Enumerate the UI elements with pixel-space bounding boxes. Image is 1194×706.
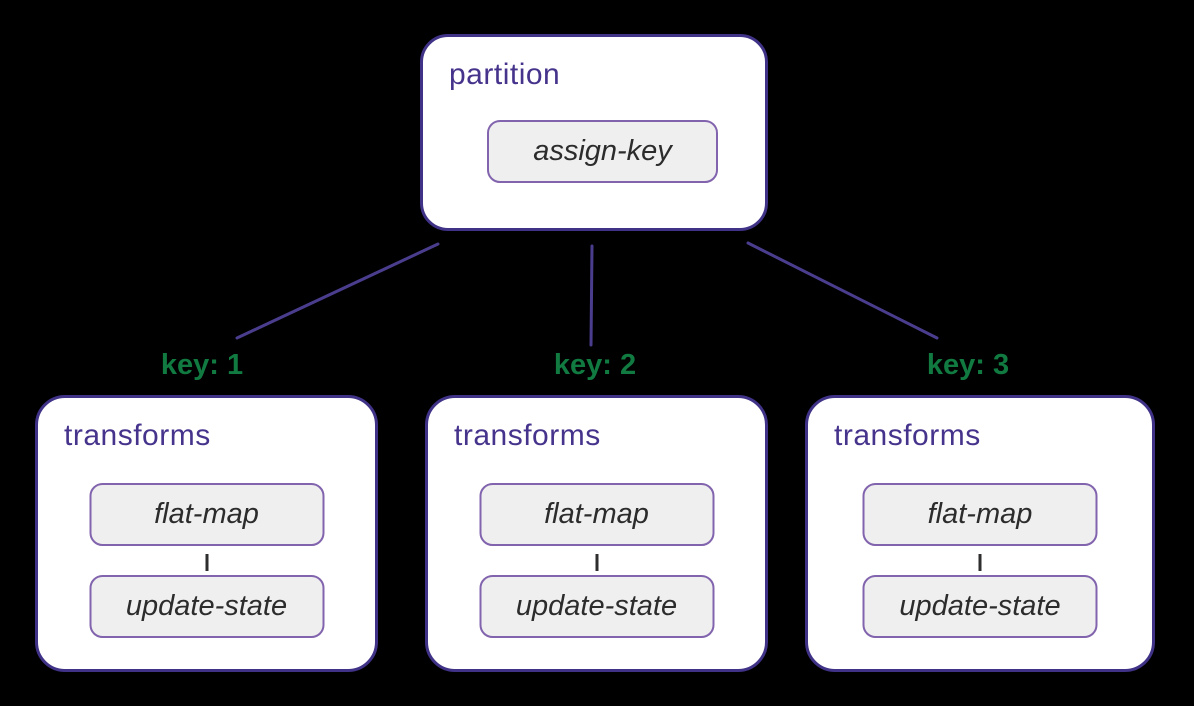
key-label-3: key: 3 — [926, 349, 1010, 381]
flat-map-box-1: flat-map — [89, 483, 324, 546]
update-state-label-2: update-state — [515, 590, 678, 622]
flat-map-label-3: flat-map — [927, 498, 1033, 530]
key-label-1: key: 1 — [160, 349, 244, 381]
edge-partition-to-key1 — [235, 242, 440, 340]
transforms-title-2: transforms — [454, 419, 601, 452]
partition-title: partition — [449, 58, 561, 91]
assign-key-box: assign-key — [487, 120, 718, 183]
update-state-box-3: update-state — [862, 575, 1098, 638]
flat-map-label-2: flat-map — [544, 498, 649, 530]
edge-partition-to-key2 — [589, 244, 594, 347]
key-label-2: key: 2 — [553, 349, 637, 381]
edge-partition-to-key3 — [746, 241, 939, 340]
op-connector-1 — [205, 554, 208, 571]
update-state-box-2: update-state — [479, 575, 714, 638]
update-state-box-1: update-state — [89, 575, 324, 638]
transforms-box-1: transforms flat-map update-state — [35, 395, 378, 672]
op-connector-2 — [595, 554, 598, 571]
flat-map-box-2: flat-map — [479, 483, 714, 546]
transforms-title-3: transforms — [834, 419, 981, 452]
partition-box: partition assign-key — [420, 34, 768, 231]
transforms-box-3: transforms flat-map update-state — [805, 395, 1155, 672]
transforms-title-1: transforms — [64, 419, 211, 452]
update-state-label-1: update-state — [125, 590, 288, 622]
update-state-label-3: update-state — [899, 590, 1061, 622]
flat-map-box-3: flat-map — [862, 483, 1098, 546]
flat-map-label-1: flat-map — [154, 498, 259, 530]
op-connector-3 — [978, 554, 982, 571]
assign-key-label: assign-key — [533, 135, 672, 167]
transforms-box-2: transforms flat-map update-state — [425, 395, 768, 672]
